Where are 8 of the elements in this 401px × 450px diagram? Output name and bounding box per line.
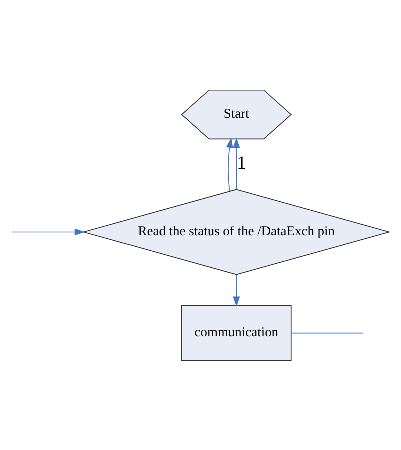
node-box: communication xyxy=(182,304,292,361)
node-diamond: Read the status of the /DataExch pin xyxy=(82,188,391,275)
arrow xyxy=(233,138,240,190)
edge-label: 1 xyxy=(237,152,246,174)
connector xyxy=(291,332,364,334)
arrow xyxy=(12,228,85,236)
arrow xyxy=(233,274,240,306)
arrow xyxy=(226,138,234,192)
